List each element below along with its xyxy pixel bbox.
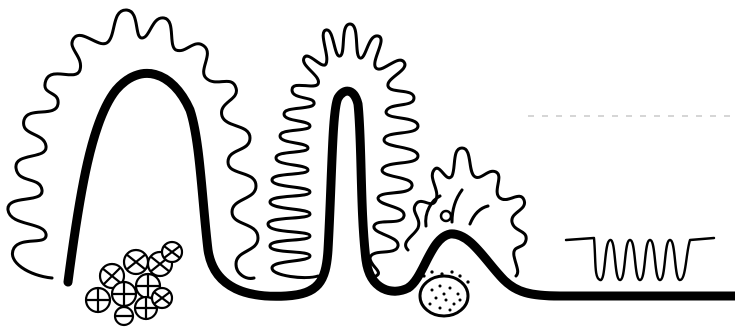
cell xyxy=(86,288,110,312)
cell xyxy=(124,250,148,274)
cell xyxy=(112,282,136,306)
cell xyxy=(115,307,133,325)
flat-brush-border xyxy=(566,238,714,280)
villus-1-epithelium xyxy=(8,10,258,278)
villus-2-epithelium xyxy=(268,24,418,278)
cell-cluster xyxy=(86,242,182,325)
cell xyxy=(152,288,172,308)
cell xyxy=(162,242,182,262)
villus-3-inner-fold xyxy=(426,190,488,226)
villus-3-goblet xyxy=(441,211,451,221)
stippled-nodule xyxy=(420,270,470,316)
